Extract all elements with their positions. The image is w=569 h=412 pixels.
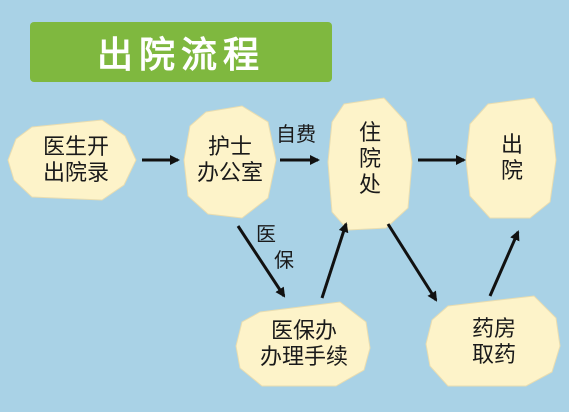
node-nurse-line2: 办公室	[196, 161, 263, 186]
arrow-pharmacy-to-discharge	[488, 230, 520, 297]
node-nurse: 护士 办公室	[184, 128, 276, 194]
node-discharge: 出 院	[470, 124, 554, 194]
node-insurance-shape	[235, 301, 371, 387]
node-inpatient: 住 院 处	[330, 110, 410, 210]
arrow-inpatient-to-pharmacy	[386, 223, 438, 302]
node-pharmacy-line2: 取药	[471, 343, 516, 368]
node-nurse-shape	[183, 105, 277, 219]
edge-label-insurance-2: 保	[274, 248, 294, 272]
arrow-insurance-to-inpatient	[320, 222, 349, 299]
node-insurance-line2: 办理手续	[259, 345, 348, 370]
edge-label-self-pay: 自费	[276, 122, 316, 146]
node-doctor: 医生开 出院录	[24, 128, 128, 194]
page-title: 出院流程	[96, 35, 265, 76]
node-doctor-line2: 出院录	[42, 161, 109, 186]
node-inpatient-char3: 处	[358, 173, 381, 198]
arrow-nurse-to-insurance	[236, 225, 286, 298]
node-discharge-shape	[465, 97, 557, 219]
node-insurance-line1: 医保办	[270, 319, 337, 344]
node-pharmacy-line1: 药房	[471, 317, 516, 342]
node-insurance: 医保办 办理手续	[240, 312, 368, 378]
node-discharge-char2: 院	[500, 159, 523, 184]
node-doctor-line1: 医生开	[42, 135, 109, 160]
title-banner: 出院流程	[30, 22, 332, 82]
node-pharmacy-shape	[425, 295, 561, 387]
node-doctor-shape	[7, 119, 137, 201]
node-inpatient-char1: 住	[358, 121, 381, 146]
node-inpatient-char2: 院	[358, 147, 381, 172]
edge-label-insurance-1: 医	[256, 222, 276, 246]
node-inpatient-shape	[327, 97, 413, 231]
node-nurse-line1: 护士	[207, 135, 252, 160]
node-pharmacy: 药房 取药	[430, 308, 558, 378]
node-discharge-char1: 出	[500, 133, 523, 158]
